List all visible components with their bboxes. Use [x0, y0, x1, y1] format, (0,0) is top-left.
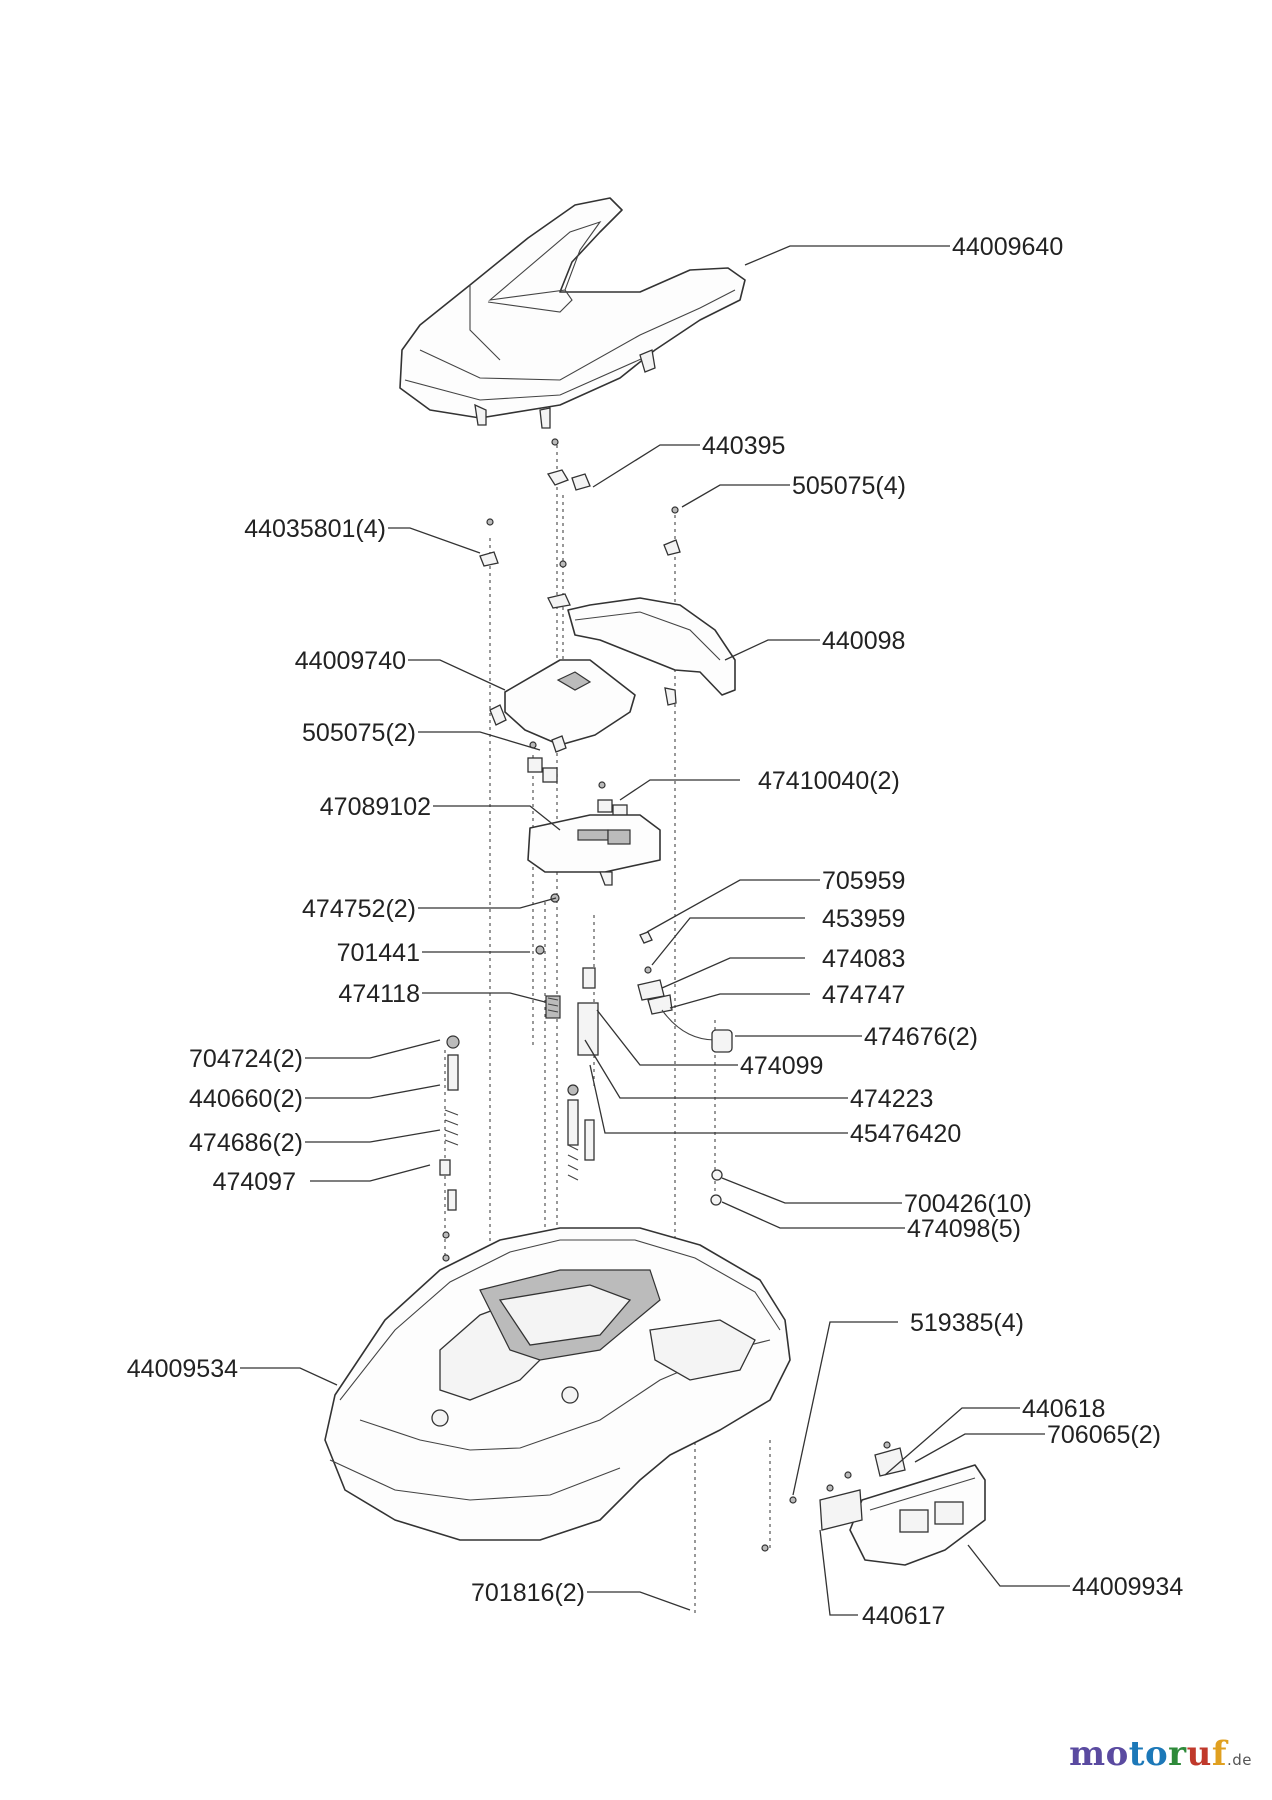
part-label-474676-2: 474676(2)	[864, 1023, 978, 1051]
part-label-705959: 705959	[822, 867, 905, 895]
clip-hardware-upper	[479, 438, 681, 609]
part-label-474686-2: 474686(2)	[189, 1129, 303, 1157]
part-label-706065-2: 706065(2)	[1047, 1421, 1161, 1449]
brand-logo-tld: .de	[1226, 1751, 1252, 1769]
part-label-474223: 474223	[850, 1085, 933, 1113]
part-label-505075-4: 505075(4)	[792, 472, 906, 500]
part-label-44009534: 44009534	[127, 1355, 238, 1383]
part-label-440617: 440617	[862, 1602, 945, 1630]
part-label-700426-10: 700426(10)	[904, 1190, 1032, 1218]
part-label-505075-2: 505075(2)	[302, 719, 416, 747]
lid-part	[567, 597, 736, 706]
button-parts	[527, 741, 628, 818]
brand-logo-part: mo	[1069, 1734, 1129, 1774]
part-label-47410040-2: 47410040(2)	[758, 767, 900, 795]
part-label-44009640: 44009640	[952, 233, 1063, 261]
brand-logo-part: to	[1128, 1734, 1169, 1774]
spring-pins-stack	[439, 893, 723, 1262]
part-label-453959: 453959	[822, 905, 905, 933]
brand-logo: motoruf.de	[1069, 1734, 1252, 1774]
body-housing-part	[324, 1227, 791, 1541]
part-labels: 44009640 440395 505075(4) 44035801(4) 44…	[127, 233, 1184, 1630]
brand-logo-part: u	[1186, 1734, 1212, 1774]
part-label-701441: 701441	[337, 939, 420, 967]
part-label-704724-2: 704724(2)	[189, 1045, 303, 1073]
part-label-44009934: 44009934	[1072, 1573, 1183, 1601]
part-label-474099: 474099	[740, 1052, 823, 1080]
brand-logo-part: r	[1168, 1734, 1187, 1774]
part-label-440618: 440618	[1022, 1395, 1105, 1423]
part-label-45476420: 45476420	[850, 1120, 961, 1148]
part-label-701816-2: 701816(2)	[471, 1579, 585, 1607]
front-bumper-part	[761, 1441, 986, 1566]
keypad-part	[527, 814, 661, 886]
top-cover-part	[399, 197, 746, 429]
panel-part	[489, 659, 636, 753]
part-label-44009740: 44009740	[295, 647, 406, 675]
part-label-440395: 440395	[702, 432, 785, 460]
part-label-474752-2: 474752(2)	[302, 895, 416, 923]
sensor-cable-part	[637, 931, 733, 1053]
leader-lines	[240, 245, 1070, 1616]
part-label-474098-5: 474098(5)	[907, 1215, 1021, 1243]
brand-logo-part: f	[1211, 1734, 1227, 1774]
part-label-440098: 440098	[822, 627, 905, 655]
part-label-474083: 474083	[822, 945, 905, 973]
part-label-519385-4: 519385(4)	[910, 1309, 1024, 1337]
part-label-44035801-4: 44035801(4)	[244, 515, 386, 543]
part-label-474747: 474747	[822, 981, 905, 1009]
part-label-474097: 474097	[213, 1168, 296, 1196]
part-label-474118: 474118	[338, 980, 420, 1008]
part-label-47089102: 47089102	[320, 793, 431, 821]
part-label-440660-2: 440660(2)	[189, 1085, 303, 1113]
